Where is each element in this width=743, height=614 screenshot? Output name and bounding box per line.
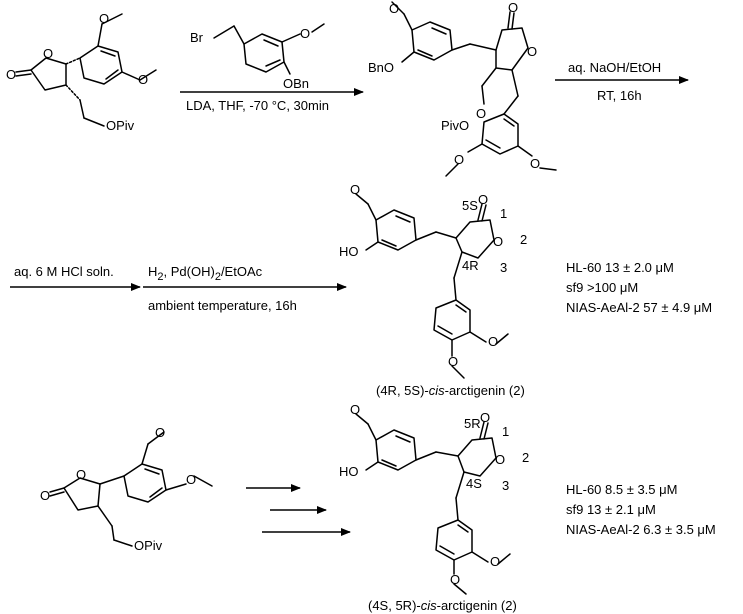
ome-o: O bbox=[350, 402, 360, 417]
p2-activity: NIAS-AeAl-2 6.3 ± 3.5 μM bbox=[566, 522, 716, 537]
position-1: 1 bbox=[502, 424, 509, 439]
ome-o: O bbox=[490, 554, 500, 569]
ho-label: HO bbox=[339, 244, 359, 259]
ome-o: O bbox=[389, 1, 399, 16]
ome-o: O bbox=[138, 72, 148, 87]
benzyl-bromide-reagent bbox=[213, 23, 325, 75]
position-2: 2 bbox=[522, 450, 529, 465]
stereo-label-c4: 4S bbox=[466, 476, 482, 491]
product-4r5s bbox=[355, 193, 509, 379]
step4-conditions: ambient temperature, 16h bbox=[148, 298, 297, 313]
stereo-label-c4: 4R bbox=[462, 258, 479, 273]
pivo-label: PivO bbox=[441, 118, 469, 133]
ring-o: O bbox=[495, 452, 505, 467]
ring-o: O bbox=[493, 234, 503, 249]
step2-reagent: aq. NaOH/EtOH bbox=[568, 60, 661, 75]
benzylated-intermediate bbox=[391, 1, 557, 177]
ome-o: O bbox=[99, 11, 109, 26]
starting-lactone-bottom bbox=[49, 431, 213, 547]
ring-o: O bbox=[76, 467, 86, 482]
ester-o: O bbox=[476, 106, 486, 121]
obn-label: OBn bbox=[283, 76, 309, 91]
position-3: 3 bbox=[500, 260, 507, 275]
p1-activity: NIAS-AeAl-2 57 ± 4.9 μM bbox=[566, 300, 712, 315]
product2-name: (4S, 5R)-cis-arctigenin (2) bbox=[368, 598, 517, 613]
opiv-label: OPiv bbox=[106, 118, 135, 133]
ome-o: O bbox=[300, 26, 310, 41]
p1-activity: HL-60 13 ± 2.0 μM bbox=[566, 260, 674, 275]
product-4s5r bbox=[355, 413, 511, 595]
ho-label: HO bbox=[339, 464, 359, 479]
step1-conditions: LDA, THF, -70 °C, 30min bbox=[186, 98, 329, 113]
opiv-label: OPiv bbox=[134, 538, 163, 553]
step4-reagent: H2, Pd(OH)2/EtOAc bbox=[148, 264, 263, 283]
step2-conditions: RT, 16h bbox=[597, 88, 642, 103]
step3-reagent: aq. 6 M HCl soln. bbox=[14, 264, 114, 279]
carbonyl-o: O bbox=[478, 192, 488, 207]
stereo-label-c5: 5R bbox=[464, 416, 481, 431]
bno-label: BnO bbox=[368, 60, 394, 75]
carbonyl-o: O bbox=[40, 488, 50, 503]
ome-o: O bbox=[155, 425, 165, 440]
ome-o: O bbox=[448, 354, 458, 369]
p1-activity: sf9 >100 μM bbox=[566, 280, 638, 295]
product1-name: (4R, 5S)-cis-arctigenin (2) bbox=[376, 383, 525, 398]
carbonyl-o: O bbox=[508, 0, 518, 15]
position-1: 1 bbox=[500, 206, 507, 221]
ome-o: O bbox=[530, 156, 540, 171]
stereo-label-c5: 5S bbox=[462, 198, 478, 213]
position-2: 2 bbox=[520, 232, 527, 247]
ring-o: O bbox=[527, 44, 537, 59]
position-3: 3 bbox=[502, 478, 509, 493]
br-label: Br bbox=[190, 30, 204, 45]
ome-o: O bbox=[488, 334, 498, 349]
ome-o: O bbox=[350, 182, 360, 197]
p2-activity: sf9 13 ± 2.1 μM bbox=[566, 502, 656, 517]
ome-o: O bbox=[186, 472, 196, 487]
carbonyl-o: O bbox=[480, 410, 490, 425]
ome-o: O bbox=[450, 572, 460, 587]
ome-o: O bbox=[454, 152, 464, 167]
carbonyl-o: O bbox=[6, 67, 16, 82]
starting-lactone-top bbox=[15, 13, 157, 127]
p2-activity: HL-60 8.5 ± 3.5 μM bbox=[566, 482, 677, 497]
ring-o: O bbox=[43, 46, 53, 61]
